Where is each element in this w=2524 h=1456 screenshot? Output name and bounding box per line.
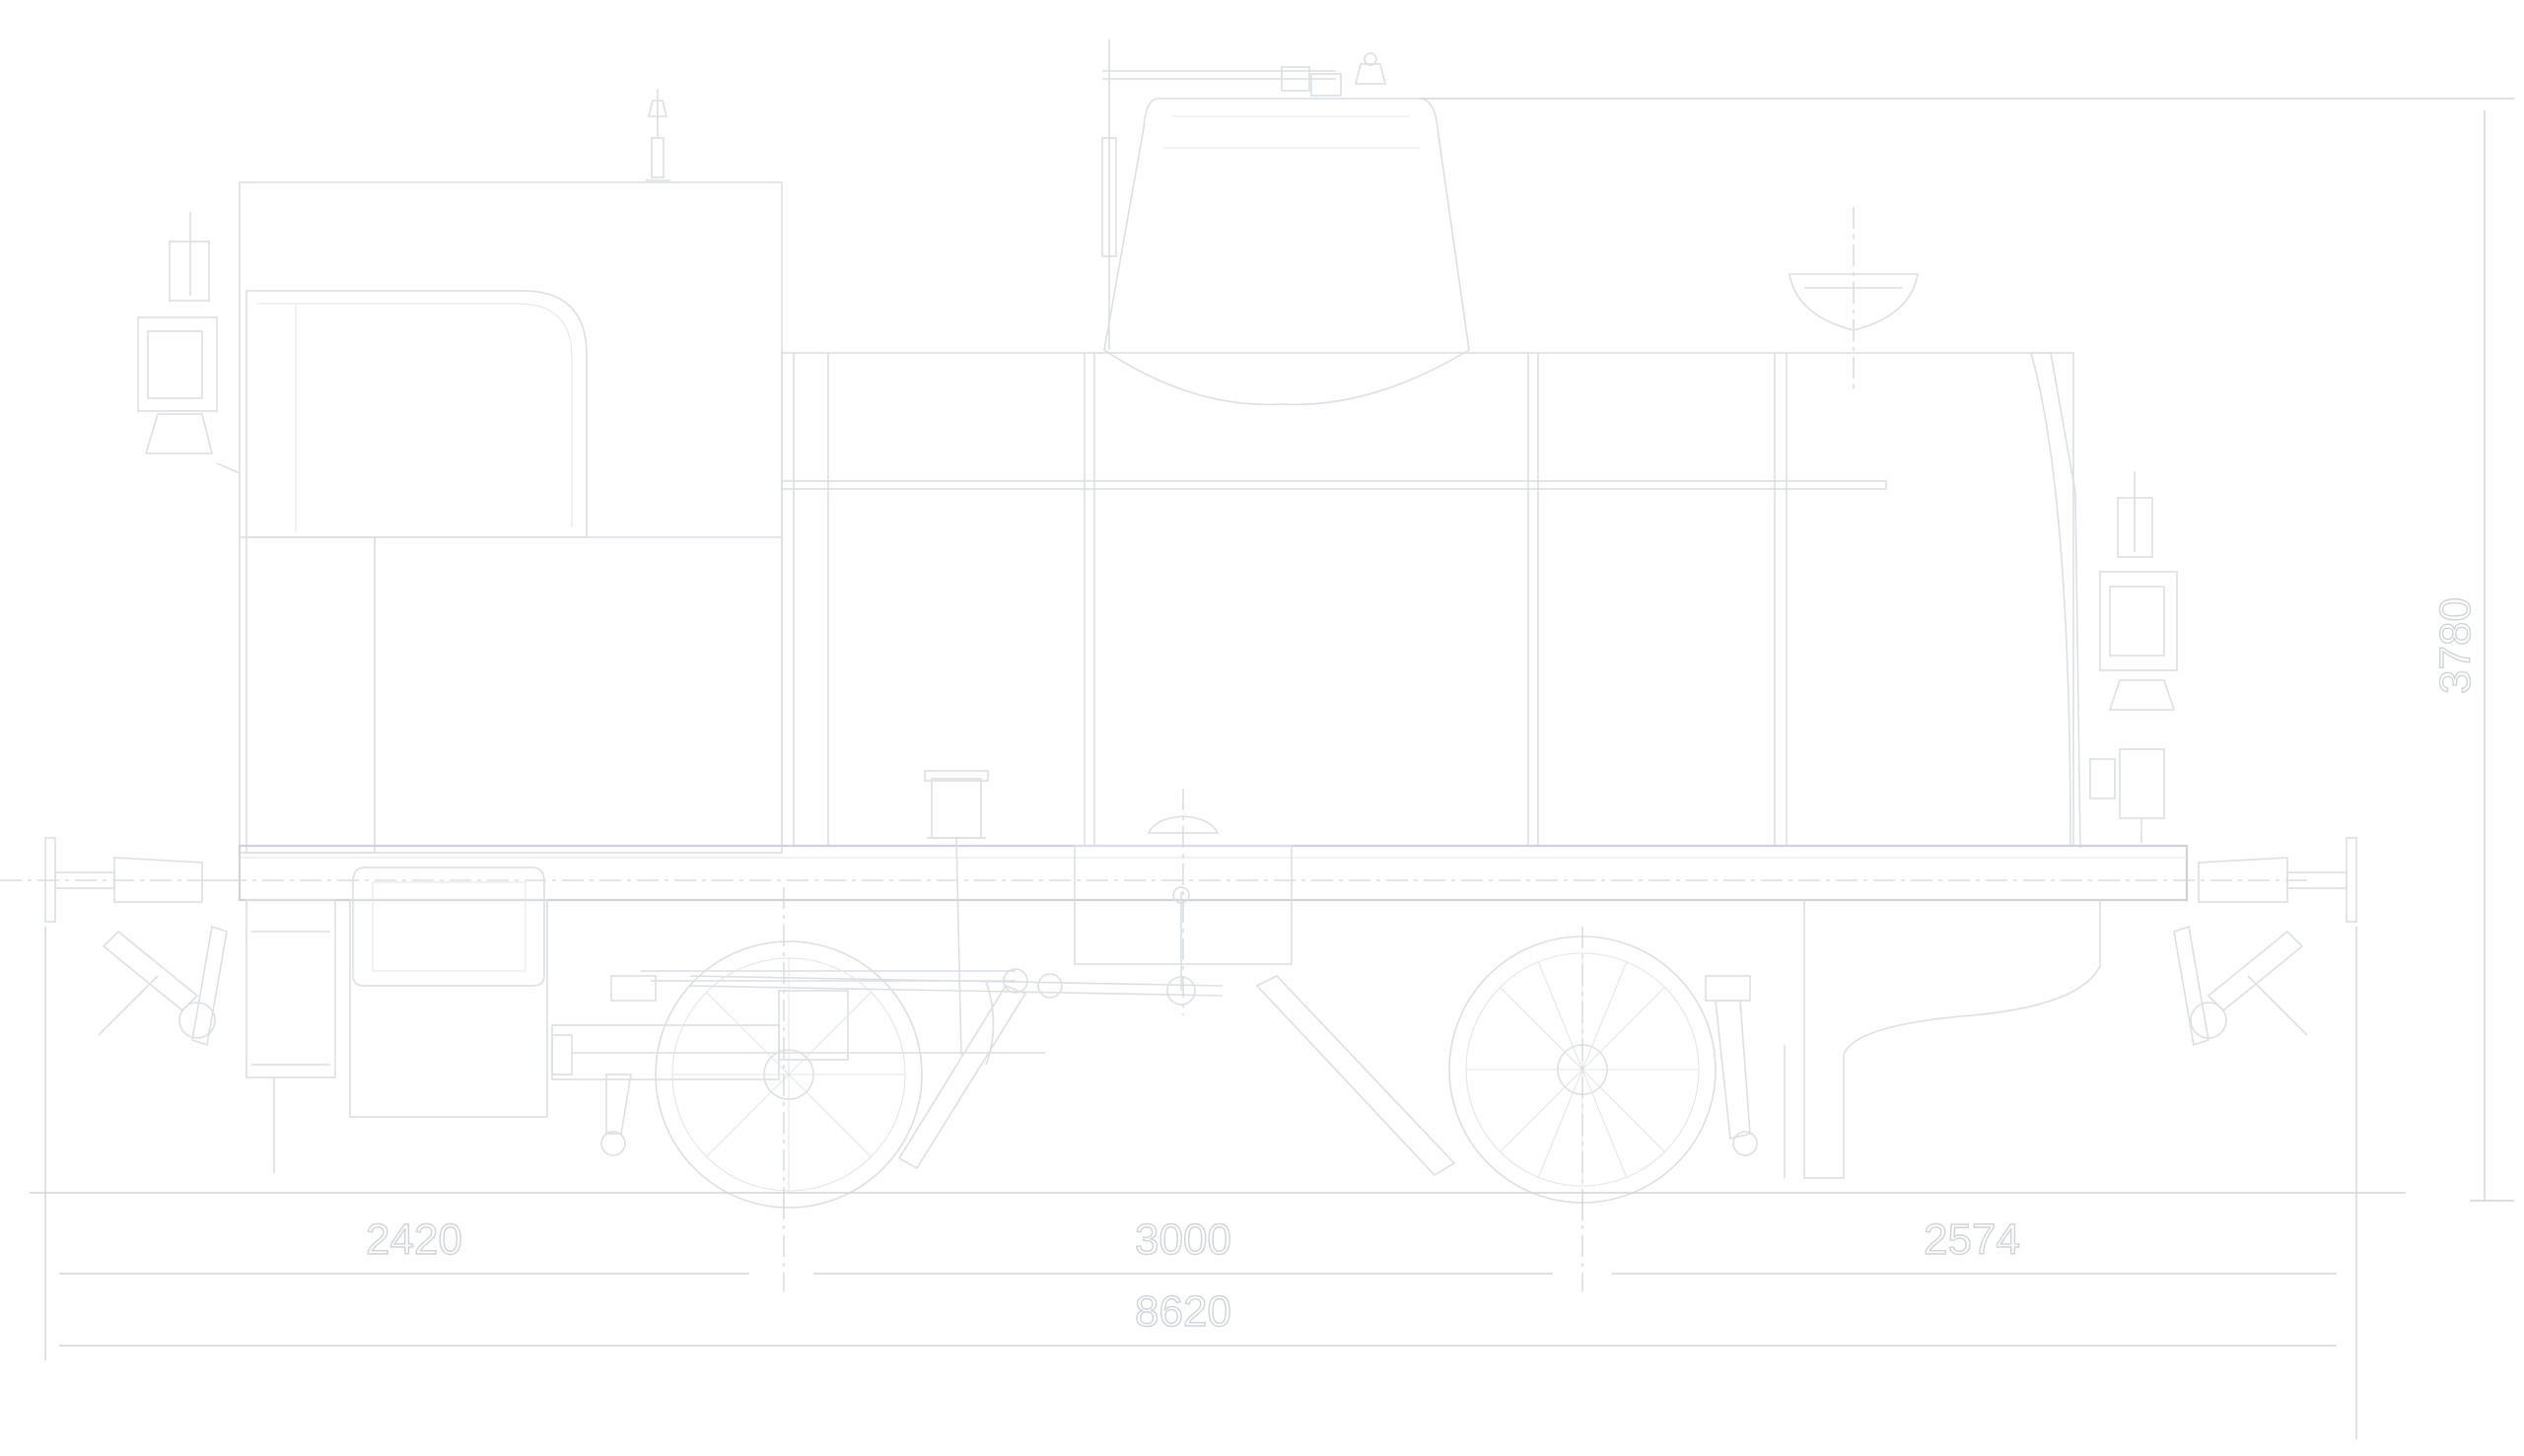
front-guard	[1784, 900, 2101, 1179]
dome-valve-box	[1074, 789, 1293, 1015]
driving-wheel-rear	[655, 887, 923, 1222]
driving-wheel-front	[1448, 927, 1717, 1222]
rear-lamp	[137, 212, 241, 474]
smokebox	[2031, 352, 2081, 849]
dim-segment-1: 2420	[366, 1215, 462, 1264]
frame	[0, 844, 2307, 902]
front-coupling	[2089, 748, 2165, 843]
rear-step	[245, 899, 336, 1173]
dim-overall-height: 3780	[2431, 597, 2480, 694]
lubricator	[924, 770, 989, 1056]
valve-gear	[600, 886, 1456, 1177]
cylinder-box	[349, 867, 548, 1118]
front-buffer	[2173, 837, 2357, 1047]
steam-dome	[1103, 98, 1470, 406]
cab	[239, 181, 783, 854]
dim-segment-3: 2574	[1924, 1215, 2020, 1264]
dim-overall-length: 8620	[1135, 1287, 1231, 1336]
whistle	[646, 89, 670, 181]
cylinder	[551, 990, 1045, 1080]
spring-hanger	[1705, 975, 1758, 1156]
dimension-lines	[30, 98, 2514, 1439]
safety-valve	[1101, 39, 1387, 350]
rear-buffer	[44, 837, 240, 1047]
side-tank	[781, 352, 2074, 847]
dim-segment-2: 3000	[1135, 1215, 1231, 1264]
chimney	[1788, 207, 1919, 394]
front-lamp	[2099, 471, 2178, 711]
